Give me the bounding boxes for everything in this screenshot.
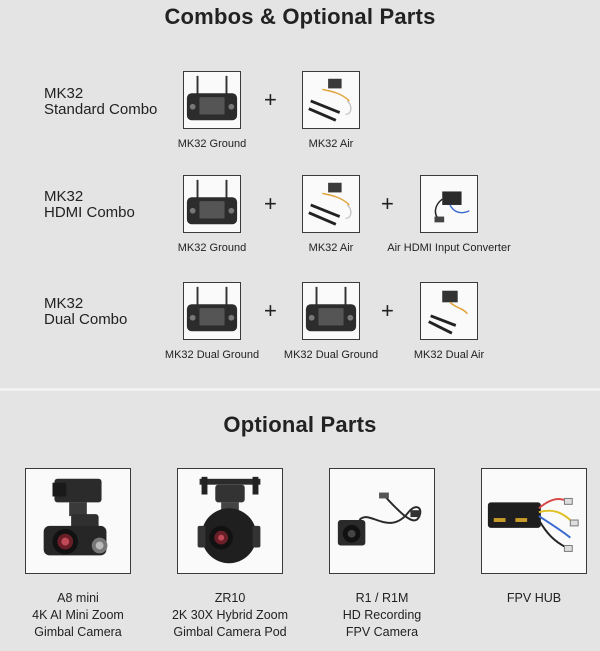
part-caption-line: ZR10 bbox=[214, 591, 246, 605]
plus-sign: + bbox=[264, 191, 277, 216]
part-caption-line: R1 / R1M bbox=[355, 591, 409, 605]
item-caption: MK32 Dual Ground bbox=[283, 349, 379, 361]
combos-section bbox=[0, 0, 600, 388]
zr10-image[interactable] bbox=[177, 468, 283, 574]
mk32-ground-image[interactable] bbox=[183, 175, 241, 233]
combo-title-line2: Standard Combo bbox=[44, 101, 158, 118]
plus-sign: + bbox=[381, 298, 394, 323]
section-divider bbox=[0, 388, 600, 391]
combo-title-line1: MK32 bbox=[44, 85, 84, 102]
item-caption: MK32 Dual Ground bbox=[164, 349, 260, 361]
combo-title-line1: MK32 bbox=[44, 295, 84, 312]
hdmi-converter-image[interactable] bbox=[420, 175, 478, 233]
mk32-ground-image[interactable] bbox=[183, 71, 241, 129]
mk32-dual-ground-image[interactable] bbox=[302, 282, 360, 340]
item-caption: MK32 Ground bbox=[177, 138, 247, 150]
ground-controller-icon bbox=[184, 176, 240, 232]
r1-r1m-image[interactable] bbox=[329, 468, 435, 574]
combo-title-line2: Dual Combo bbox=[44, 311, 128, 328]
part-caption: FPV HUB bbox=[459, 590, 600, 607]
part-caption-line: Gimbal Camera bbox=[34, 625, 122, 639]
mk32-air-image[interactable] bbox=[302, 175, 360, 233]
combo-title-dual: MK32 Dual Combo bbox=[44, 296, 127, 328]
combos-heading: Combos & Optional Parts bbox=[164, 4, 436, 29]
mini-gimbal-camera-icon bbox=[43, 478, 108, 556]
part-caption-line: A8 mini bbox=[57, 591, 99, 605]
combo-title-hdmi: MK32 HDMI Combo bbox=[44, 189, 135, 221]
item-caption: Air HDMI Input Converter bbox=[387, 242, 511, 254]
item-caption: MK32 Ground bbox=[177, 242, 247, 254]
gimbal-pod-icon bbox=[197, 476, 261, 564]
combo-title-standard: MK32 Standard Combo bbox=[44, 86, 157, 118]
plus-sign: + bbox=[264, 298, 277, 323]
part-caption-line: FPV HUB bbox=[506, 591, 562, 605]
part-caption-line: 2K 30X Hybrid Zoom bbox=[171, 608, 289, 622]
plus-sign: + bbox=[381, 191, 394, 216]
combo-title-line1: MK32 bbox=[44, 188, 84, 205]
part-caption-line: HD Recording bbox=[342, 608, 422, 622]
part-caption-line: 4K AI Mini Zoom bbox=[32, 608, 124, 622]
part-caption: A8 mini 4K AI Mini Zoom Gimbal Camera bbox=[3, 590, 153, 641]
part-caption: ZR10 2K 30X Hybrid Zoom Gimbal Camera Po… bbox=[155, 590, 305, 641]
combo-title-line2: HDMI Combo bbox=[44, 204, 135, 221]
hdmi-converter-icon bbox=[421, 176, 477, 232]
optional-parts-heading: Optional Parts bbox=[223, 412, 377, 437]
ground-controller-icon bbox=[184, 72, 240, 128]
a8-mini-image[interactable] bbox=[25, 468, 131, 574]
ground-controller-icon bbox=[303, 283, 359, 339]
item-caption: MK32 Air bbox=[308, 138, 354, 150]
air-unit-icon bbox=[303, 72, 359, 128]
plus-sign: + bbox=[264, 87, 277, 112]
part-caption-line: Gimbal Camera Pod bbox=[173, 625, 287, 639]
ground-controller-icon bbox=[184, 283, 240, 339]
mk32-dual-air-image[interactable] bbox=[420, 282, 478, 340]
part-caption: R1 / R1M HD Recording FPV Camera bbox=[307, 590, 457, 641]
item-caption: MK32 Dual Air bbox=[413, 349, 485, 361]
fpv-hub-image[interactable] bbox=[481, 468, 587, 574]
fpv-camera-icon bbox=[337, 492, 422, 546]
mk32-air-image[interactable] bbox=[302, 71, 360, 129]
item-caption: MK32 Air bbox=[308, 242, 354, 254]
fpv-hub-icon bbox=[487, 497, 579, 552]
air-unit-icon bbox=[303, 176, 359, 232]
mk32-dual-ground-image[interactable] bbox=[183, 282, 241, 340]
air-unit-icon bbox=[421, 283, 477, 339]
part-caption-line: FPV Camera bbox=[345, 625, 419, 639]
